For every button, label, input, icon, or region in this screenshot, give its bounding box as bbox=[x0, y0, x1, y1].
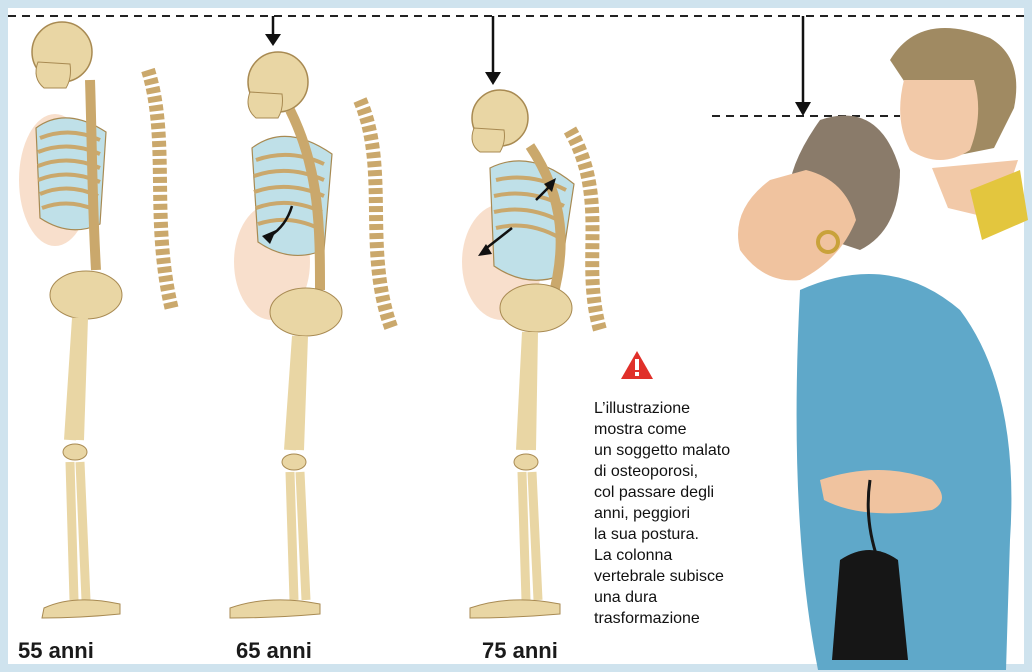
age-label-55: 55 anni bbox=[18, 638, 94, 664]
note-line: una dura bbox=[594, 587, 804, 608]
spine-65 bbox=[360, 100, 392, 330]
skeleton-55 bbox=[19, 22, 122, 618]
note-line: La colonna bbox=[594, 545, 804, 566]
skeleton-75 bbox=[462, 90, 574, 618]
young-woman-figure bbox=[890, 28, 1028, 240]
age-label-65: 65 anni bbox=[236, 638, 312, 664]
note-line: la sua postura. bbox=[594, 524, 804, 545]
arrow-down-icon bbox=[265, 16, 281, 46]
spine-55 bbox=[148, 70, 172, 310]
spine-75 bbox=[570, 130, 600, 330]
age-label-75: 75 anni bbox=[482, 638, 558, 664]
skeleton-65 bbox=[230, 52, 342, 618]
arrow-down-icon bbox=[485, 16, 501, 85]
note-line: trasformazione bbox=[594, 608, 804, 629]
description-text: L’illustrazione mostra come un soggetto … bbox=[594, 398, 804, 629]
note-line: un soggetto malato bbox=[594, 440, 804, 461]
warning-triangle-icon bbox=[620, 350, 654, 385]
note-line: col passare degli bbox=[594, 482, 804, 503]
note-line: anni, peggiori bbox=[594, 503, 804, 524]
arrow-down-icon bbox=[795, 16, 811, 116]
note-line: vertebrale subisce bbox=[594, 566, 804, 587]
note-line: di osteoporosi, bbox=[594, 461, 804, 482]
note-line: L’illustrazione bbox=[594, 398, 804, 419]
note-line: mostra come bbox=[594, 419, 804, 440]
